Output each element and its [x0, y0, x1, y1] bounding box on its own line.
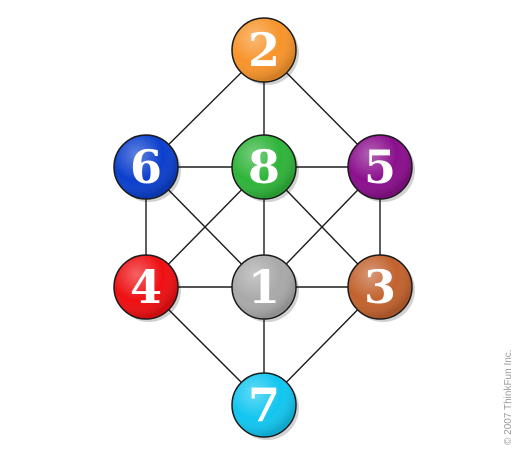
node-shine: [233, 374, 295, 436]
node-shine: [115, 256, 177, 318]
node-2: 2: [231, 17, 299, 85]
node-1: 1: [231, 254, 299, 322]
node-shine: [115, 136, 177, 198]
node-shine: [233, 256, 295, 318]
node-shine: [349, 136, 411, 198]
node-label: 4: [130, 260, 162, 314]
node-shine: [233, 136, 295, 198]
node-label: 2: [248, 23, 280, 77]
node-3: 3: [347, 254, 415, 322]
edge-layer: [145, 49, 381, 406]
node-label: 1: [248, 260, 280, 314]
copyright-text: © 2007 ThinkFun Inc.: [503, 349, 514, 445]
node-4: 4: [113, 254, 181, 322]
node-layer: 2 6 8 5 4 1 3 7: [113, 17, 415, 440]
node-label: 8: [248, 140, 280, 194]
node-6: 6: [113, 134, 181, 202]
node-shine: [233, 19, 295, 81]
node-shine: [349, 256, 411, 318]
node-8: 8: [231, 134, 299, 202]
node-label: 5: [364, 140, 396, 194]
node-7: 7: [231, 372, 299, 440]
node-label: 7: [248, 378, 280, 432]
node-label: 6: [130, 140, 162, 194]
node-5: 5: [347, 134, 415, 202]
node-label: 3: [364, 260, 396, 314]
